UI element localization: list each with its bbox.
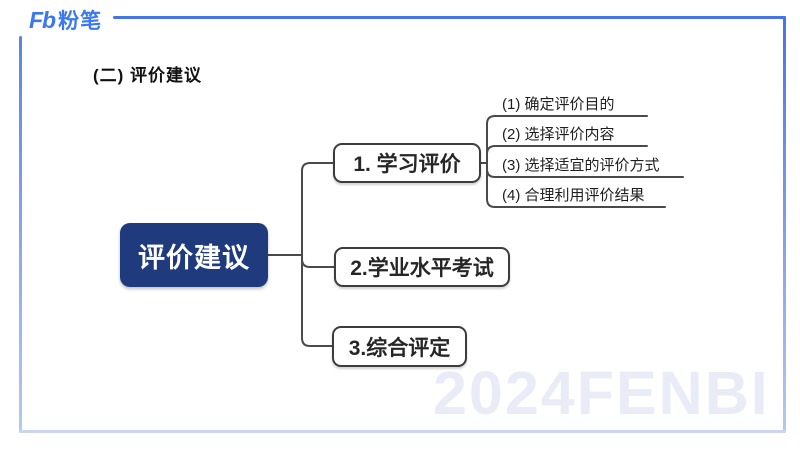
leaf-item-2: (2) 选择评价内容 xyxy=(502,126,615,143)
frame-bottom-line xyxy=(19,430,786,433)
branch-node-academic-level-exam: 2.学业水平考试 xyxy=(334,247,510,287)
slide-title: (二) 评价建议 xyxy=(93,66,203,85)
leaf-item-3: (3) 选择适宜的评价方式 xyxy=(502,157,660,174)
branch-node-study-evaluation: 1. 学习评价 xyxy=(333,143,481,183)
fenbi-logo-icon: Fb xyxy=(29,6,56,33)
frame-left-line xyxy=(19,36,22,433)
frame-right-line xyxy=(783,16,786,433)
fenbi-logo: Fb 粉笔 xyxy=(29,5,102,35)
watermark: 2024FENBI xyxy=(433,359,770,427)
leaf-item-1: (1) 确定评价目的 xyxy=(502,96,615,113)
mindmap-root-node: 评价建议 xyxy=(120,223,268,287)
fenbi-logo-text: 粉笔 xyxy=(58,10,103,33)
frame-top-line xyxy=(113,16,786,19)
leaf-item-4: (4) 合理利用评价结果 xyxy=(502,187,645,204)
branch-node-comprehensive-assessment: 3.综合评定 xyxy=(332,326,467,367)
